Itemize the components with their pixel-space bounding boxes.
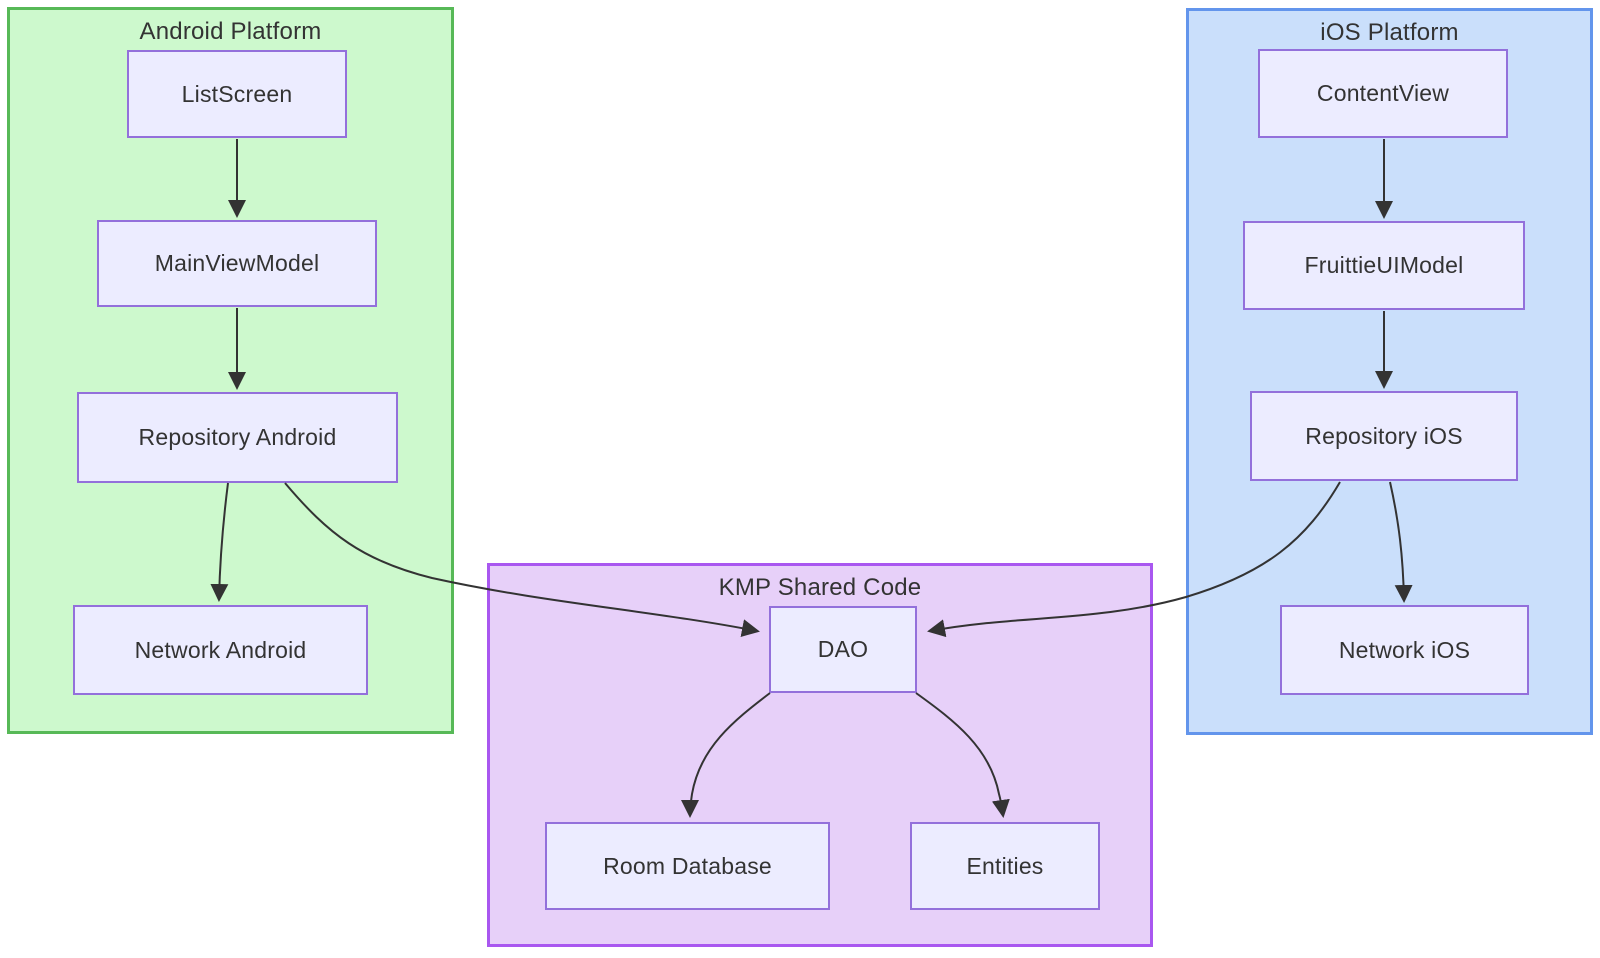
node-entities-label: Entities: [966, 852, 1044, 879]
node-dao: DAO: [769, 606, 917, 693]
node-repository-ios-label: Repository iOS: [1305, 422, 1463, 449]
node-repository-android: Repository Android: [77, 392, 398, 483]
node-fruittieuimodel: FruittieUIModel: [1243, 221, 1525, 310]
node-mainviewmodel: MainViewModel: [97, 220, 377, 307]
node-contentview-label: ContentView: [1316, 80, 1450, 106]
node-fruittieuimodel-label: FruittieUIModel: [1304, 252, 1464, 278]
node-entities: Entities: [910, 822, 1100, 910]
node-network-ios-label: Network iOS: [1338, 636, 1471, 663]
subgraph-kmp-title: KMP Shared Code: [718, 574, 922, 601]
node-mainviewmodel-label: MainViewModel: [154, 250, 320, 276]
node-listscreen: ListScreen: [127, 50, 347, 138]
subgraph-android-title: Android Platform: [139, 18, 322, 45]
node-listscreen-label: ListScreen: [181, 80, 293, 107]
node-repository-android-label: Repository Android: [138, 424, 337, 450]
node-room-database: Room Database: [545, 822, 830, 910]
node-network-android-label: Network Android: [134, 636, 307, 663]
node-network-ios: Network iOS: [1280, 605, 1529, 695]
subgraph-ios-title: iOS Platform: [1320, 19, 1459, 46]
node-network-android: Network Android: [73, 605, 368, 695]
node-repository-ios: Repository iOS: [1250, 391, 1518, 481]
node-room-database-label: Room Database: [603, 852, 772, 879]
node-contentview: ContentView: [1258, 49, 1508, 138]
node-dao-label: DAO: [817, 636, 869, 662]
